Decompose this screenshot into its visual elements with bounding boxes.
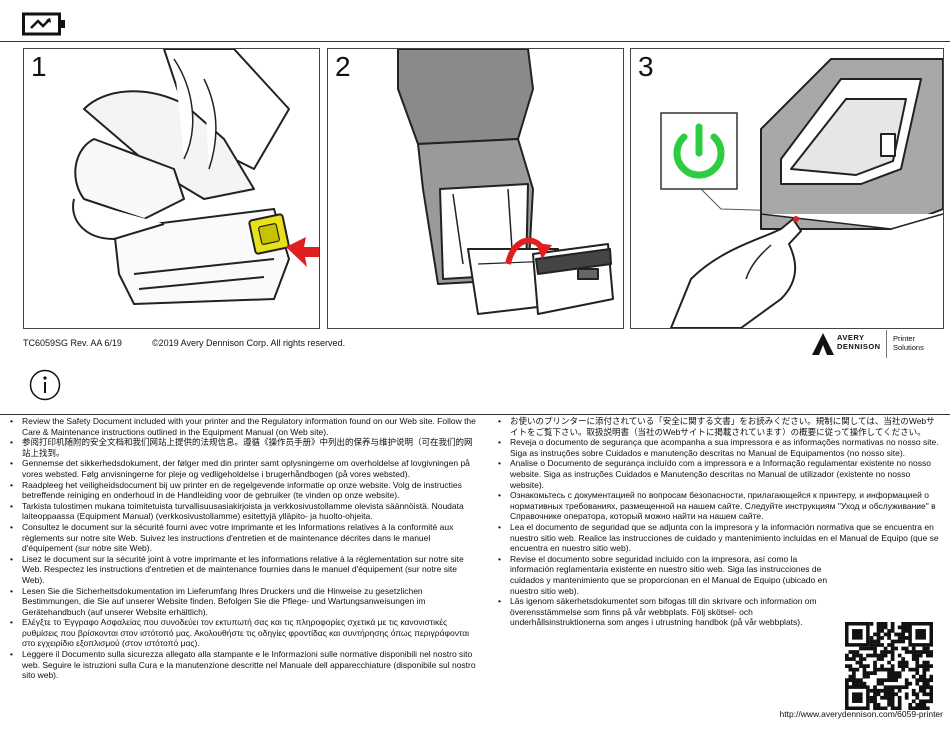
notice-portuguese-brazil: Reveja o documento de segurança que acom… bbox=[496, 437, 942, 458]
notice-portuguese: Analise o Documento de segurança incluíd… bbox=[496, 458, 942, 490]
notice-danish: Gennemse det sikkerhedsdokument, der føl… bbox=[8, 458, 476, 479]
step-panel-1: 1 bbox=[23, 48, 320, 329]
notice-english: Review the Safety Document included with… bbox=[8, 416, 476, 437]
battery-removal-illustration bbox=[397, 49, 614, 315]
safety-notices-right: お使いのプリンターに添付されている「安全に関する文書」をお読みください。規制に関… bbox=[496, 416, 942, 628]
step-panel-2: 2 bbox=[327, 48, 624, 329]
battery-latch-illustration bbox=[72, 49, 319, 305]
brand-sub-line1: Printer bbox=[893, 334, 916, 343]
copyright-notice: ©2019 Avery Dennison Corp. All rights re… bbox=[152, 338, 346, 348]
notice-german: Lesen Sie die Sicherheitsdokumentation i… bbox=[8, 586, 476, 618]
qr-code-icon bbox=[845, 622, 934, 711]
step-number: 1 bbox=[31, 51, 47, 82]
notice-spanish: Revise el documento sobre seguridad incl… bbox=[496, 554, 942, 596]
header-divider bbox=[0, 41, 950, 42]
brand-sub-line2: Solutions bbox=[893, 342, 924, 352]
brand-name-line2: DENNISON bbox=[837, 341, 881, 351]
notice-swedish: Läs igenom säkerhetsdokumentet som bifog… bbox=[496, 596, 942, 628]
document-code: TC6059SG Rev. AA 6/19 bbox=[23, 338, 122, 348]
notice-spanish-latam: Lea el documento de seguridad que se adj… bbox=[496, 522, 942, 554]
notice-italian: Leggere il Documento sulla sicurezza all… bbox=[8, 649, 476, 681]
notice-russian: Ознакомьтесь с документацией по вопросам… bbox=[496, 490, 942, 522]
info-circle-icon bbox=[29, 369, 61, 401]
notice-french-canada: Consultez le document sur la sécurité fo… bbox=[8, 522, 476, 554]
power-on-illustration bbox=[660, 58, 943, 328]
website-url[interactable]: http://www.averydennison.com/6059-printe… bbox=[779, 709, 943, 719]
step-number: 3 bbox=[638, 51, 654, 82]
brand-name-line1: AVERY bbox=[837, 333, 865, 342]
battery-charging-icon bbox=[22, 12, 66, 36]
notice-greek: Ελέγξτε το Έγγραφο Ασφαλείας που συνοδεύ… bbox=[8, 617, 476, 649]
notice-french: Lisez le document sur la sécurité joint … bbox=[8, 554, 476, 586]
section-divider bbox=[0, 414, 950, 415]
avery-logo-mark-icon bbox=[812, 333, 834, 355]
safety-notices-left: Review the Safety Document included with… bbox=[8, 416, 476, 681]
logo-divider bbox=[886, 330, 887, 358]
avery-dennison-logo: AVERY DENNISON Printer Solutions bbox=[812, 330, 950, 360]
step-number: 2 bbox=[335, 51, 351, 82]
notice-finnish: Tarkista tulostimen mukana toimitetuista… bbox=[8, 501, 476, 522]
notice-chinese: 参阅打印机随附的安全文档和我们网站上提供的法规信息。遵循《操作员手册》中列出的保… bbox=[8, 437, 476, 458]
step-panel-3: 3 bbox=[630, 48, 944, 329]
notice-japanese: お使いのプリンターに添付されている「安全に関する文書」をお読みください。規制に関… bbox=[496, 416, 942, 437]
notice-dutch: Raadpleeg het veiligheidsdocument bij uw… bbox=[8, 480, 476, 501]
